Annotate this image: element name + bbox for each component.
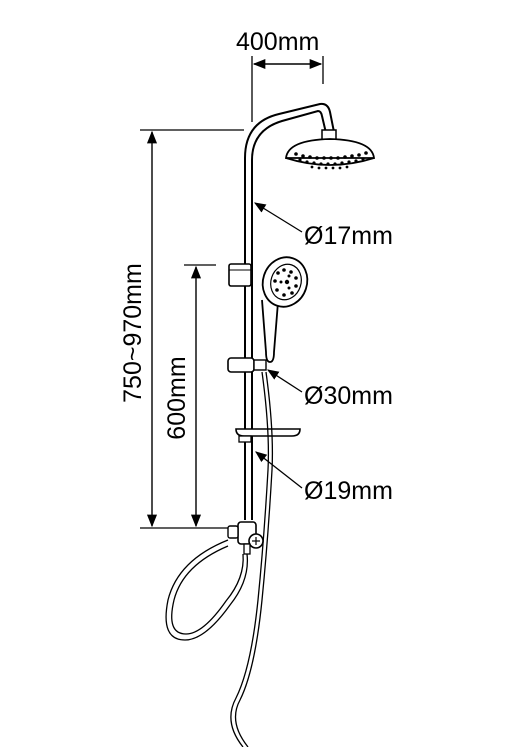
lower-pipe-diameter-label: Ø19mm — [304, 477, 393, 505]
holder-diameter-label: Ø30mm — [304, 382, 393, 410]
rail-length-dimension — [184, 264, 216, 528]
lower-pipe-leader — [255, 451, 303, 489]
overhead-shower-head — [284, 129, 376, 170]
upper-slider-bracket — [228, 263, 252, 287]
width-dimension — [251, 56, 324, 122]
riser-pipe — [244, 102, 335, 520]
diverter-valve — [227, 521, 264, 555]
hand-shower-holder — [227, 357, 267, 373]
rail-length-label: 600mm — [163, 356, 191, 439]
holder-leader — [267, 369, 303, 393]
hand-shower — [261, 256, 309, 363]
height-range-label: 750~970mm — [119, 263, 147, 403]
upper-pipe-leader — [254, 202, 303, 233]
height-dimension — [140, 129, 244, 529]
width-label: 400mm — [236, 28, 319, 56]
upper-pipe-diameter-label: Ø17mm — [304, 222, 393, 250]
shower-hose — [165, 371, 274, 747]
